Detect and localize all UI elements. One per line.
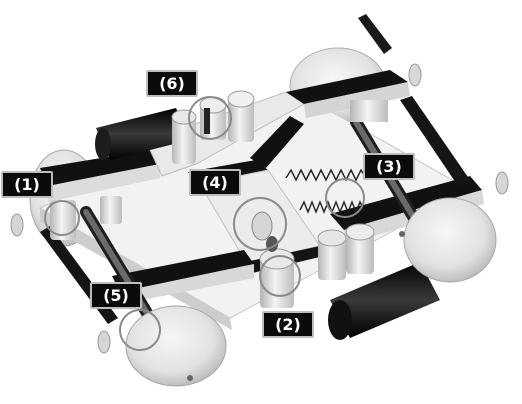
marker-circle-1 (44, 200, 80, 236)
bottom-dark-cylinder (328, 262, 440, 340)
callout-label-6: (6) (146, 70, 198, 97)
top-dark-cylinder (95, 108, 190, 160)
callout-label-2: (2) (262, 311, 314, 338)
front-bottom-wheel (97, 305, 227, 387)
marker-circle-3 (325, 178, 365, 218)
marker-circle-6 (188, 96, 232, 140)
front-right-wheel (399, 171, 509, 283)
marker-circle-4 (233, 197, 287, 251)
rear-right-post (358, 14, 392, 54)
callout-label-1: (1) (1, 171, 53, 198)
callout-label-5: (5) (90, 282, 142, 309)
marker-circle-2 (259, 255, 301, 297)
callout-label-3: (3) (363, 153, 415, 180)
marker-circles (44, 96, 365, 351)
bearing-cylinders (50, 90, 388, 308)
callout-label-4: (4) (189, 169, 241, 196)
marker-circle-5 (119, 309, 161, 351)
